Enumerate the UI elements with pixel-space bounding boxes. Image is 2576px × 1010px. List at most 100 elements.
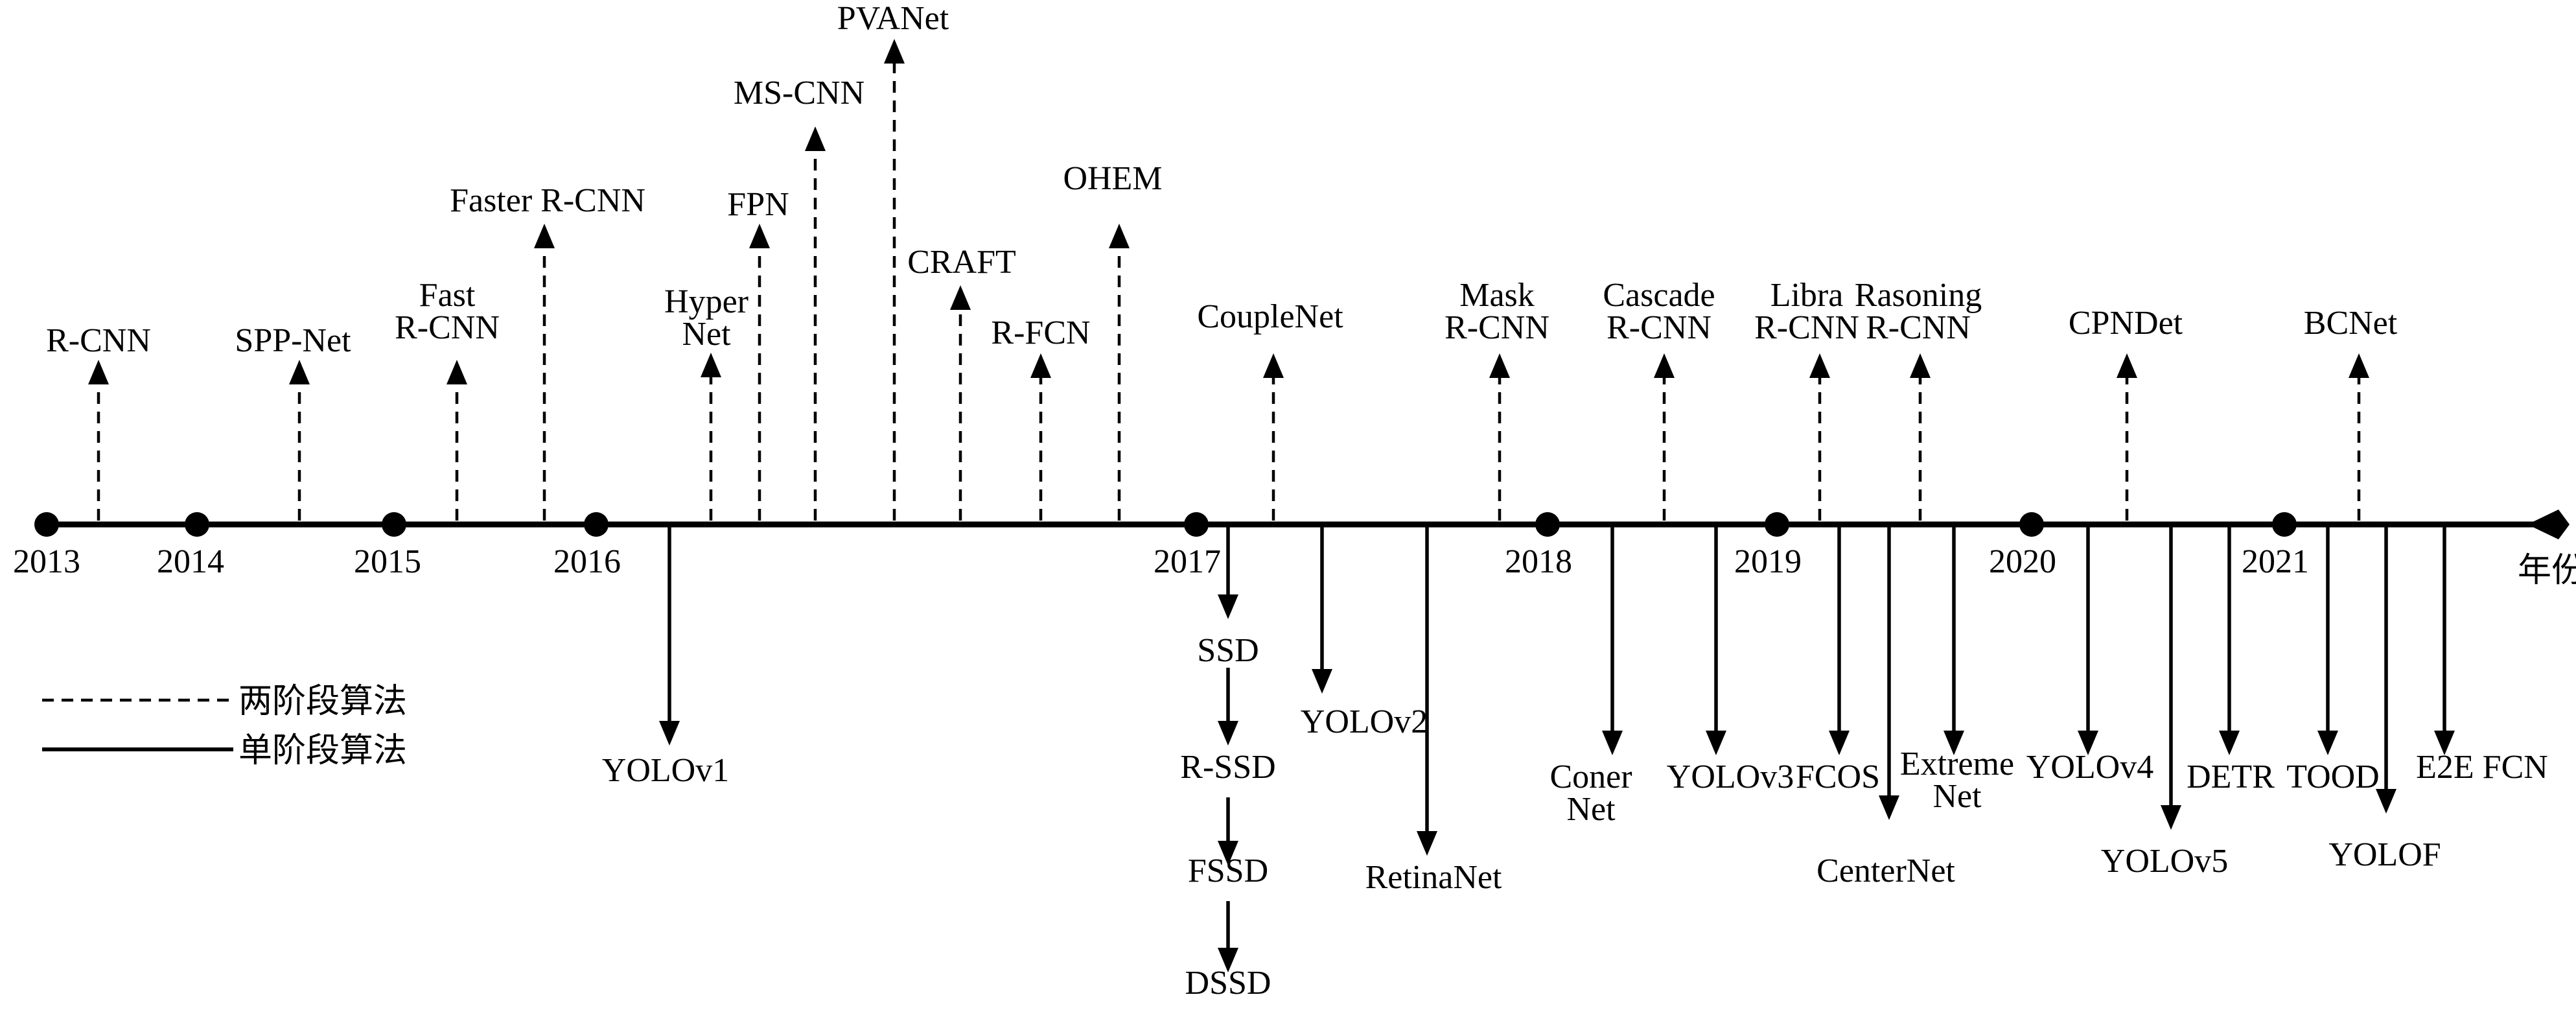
up-arrowhead-spp-net xyxy=(289,360,310,384)
two-stage-label-hyper-net-line2: Net xyxy=(682,316,731,353)
two-stage-label-fast-r-cnn-line2: R-CNN xyxy=(395,309,500,346)
chain-label-ssd: SSD xyxy=(1197,632,1259,669)
two-stage-label-libra-r-cnn-line1: Libra xyxy=(1770,277,1844,314)
year-dot-2016 xyxy=(584,512,609,537)
down-arrowhead-yolov5 xyxy=(2161,805,2181,830)
chain-arrowhead-r-ssd xyxy=(1218,721,1238,746)
up-arrowhead-ms-cnn xyxy=(805,126,826,151)
time-axis-arrowhead xyxy=(2527,510,2570,539)
year-label-2016: 2016 xyxy=(553,543,621,580)
two-stage-label-r-cnn: R-CNN xyxy=(46,322,151,359)
up-arrowhead-fpn xyxy=(749,224,770,248)
two-stage-label-craft: CRAFT xyxy=(907,244,1016,281)
year-dot-2014 xyxy=(185,512,209,537)
year-label-2013: 2013 xyxy=(13,543,80,580)
up-arrowhead-r-cnn xyxy=(88,360,109,384)
up-arrowhead-bcnet xyxy=(2349,353,2369,378)
year-dot-2020 xyxy=(2019,512,2044,537)
two-stage-label-fpn: FPN xyxy=(727,186,789,223)
two-stage-label-couplenet: CoupleNet xyxy=(1197,298,1343,335)
down-arrowhead-detr xyxy=(2219,731,2240,755)
two-stage-label-spp-net: SPP-Net xyxy=(235,322,351,359)
two-stage-label-cpndet: CPNDet xyxy=(2069,305,2183,342)
up-arrowhead-libra-r-cnn xyxy=(1809,353,1830,378)
year-label-2017: 2017 xyxy=(1154,543,1221,580)
one-stage-label-coner-net-line2: Net xyxy=(1566,791,1616,828)
down-arrowhead-centernet xyxy=(1879,795,1899,820)
two-stage-label-faster-r-cnn: Faster R-CNN xyxy=(450,182,645,219)
year-label-2021: 2021 xyxy=(2242,543,2309,580)
year-dot-2013 xyxy=(34,512,59,537)
chain-arrowhead-fssd xyxy=(1218,841,1238,865)
year-label-2020: 2020 xyxy=(1989,543,2056,580)
one-stage-label-yolov2: YOLOv2 xyxy=(1301,703,1428,740)
up-arrowhead-ohem xyxy=(1109,224,1130,248)
two-stage-label-mask-r-cnn-line1: Mask xyxy=(1459,277,1535,314)
down-arrowhead-coner-net xyxy=(1602,731,1623,755)
one-stage-label-yolov1: YOLOv1 xyxy=(602,752,729,789)
year-label-2019: 2019 xyxy=(1734,543,1802,580)
chain-label-dssd: DSSD xyxy=(1185,965,1271,1002)
two-stage-label-ohem: OHEM xyxy=(1063,160,1162,197)
up-arrowhead-rasoning-r-cnn xyxy=(1910,353,1931,378)
year-dot-2017 xyxy=(1184,512,1209,537)
two-stage-label-rasoning-r-cnn-line2: R-CNN xyxy=(1866,309,1971,346)
chain-arrowhead-ssd xyxy=(1218,594,1238,619)
two-stage-label-bcnet: BCNet xyxy=(2304,305,2398,342)
one-stage-label-fcos: FCOS xyxy=(1796,758,1880,795)
down-arrowhead-tood xyxy=(2317,731,2338,755)
down-arrowhead-yolov4 xyxy=(2078,731,2098,755)
legend-one-stage-label: 单阶段算法 xyxy=(238,733,407,769)
two-stage-label-fast-r-cnn-line1: Fast xyxy=(419,277,476,314)
up-arrowhead-couplenet xyxy=(1263,353,1284,378)
one-stage-label-coner-net-line1: Coner xyxy=(1549,758,1632,795)
up-arrowhead-mask-r-cnn xyxy=(1489,353,1510,378)
up-arrowhead-pvanet xyxy=(884,39,905,64)
year-label-2015: 2015 xyxy=(354,543,421,580)
two-stage-label-cascade-r-cnn-line1: Cascade xyxy=(1603,277,1715,314)
one-stage-label-retinanet: RetinaNet xyxy=(1365,859,1502,896)
one-stage-label-e2e-fcn: E2E FCN xyxy=(2416,749,2548,786)
one-stage-label-tood: TOOD xyxy=(2286,758,2379,795)
two-stage-label-mask-r-cnn-line2: R-CNN xyxy=(1445,309,1549,346)
one-stage-label-extreme-net-line1: Extreme xyxy=(1900,746,2014,782)
up-arrowhead-cpndet xyxy=(2117,353,2137,378)
two-stage-label-cascade-r-cnn-line2: R-CNN xyxy=(1607,309,1712,346)
down-arrowhead-fcos xyxy=(1829,731,1850,755)
one-stage-label-yolov4: YOLOv4 xyxy=(2026,749,2153,786)
year-dot-2019 xyxy=(1765,512,1789,537)
chain-label-fssd: FSSD xyxy=(1188,852,1268,889)
year-dot-2021 xyxy=(2272,512,2297,537)
one-stage-label-extreme-net-line2: Net xyxy=(1932,778,1982,815)
down-arrowhead-yolof xyxy=(2376,789,2396,814)
axis-label: 年份 xyxy=(2518,552,2576,589)
two-stage-label-r-fcn: R-FCN xyxy=(991,314,1090,351)
chain-label-r-ssd: R-SSD xyxy=(1180,749,1275,786)
one-stage-label-yolov5: YOLOv5 xyxy=(2101,843,2228,880)
two-stage-label-pvanet: PVANet xyxy=(837,0,949,37)
down-arrowhead-extreme-net xyxy=(1944,731,1964,755)
down-arrowhead-retinanet xyxy=(1417,831,1437,856)
up-arrowhead-faster-r-cnn xyxy=(534,224,555,248)
down-arrowhead-yolov3 xyxy=(1706,731,1726,755)
up-arrowhead-hyper-net xyxy=(701,353,721,377)
one-stage-label-yolof: YOLOF xyxy=(2328,836,2441,873)
down-arrowhead-e2e-fcn xyxy=(2434,731,2455,755)
up-arrowhead-craft xyxy=(950,285,971,310)
up-arrowhead-cascade-r-cnn xyxy=(1654,353,1675,378)
chain-arrowhead-dssd xyxy=(1218,948,1238,972)
year-dot-2018 xyxy=(1535,512,1560,537)
down-arrowhead-yolov2 xyxy=(1312,669,1332,694)
up-arrowhead-fast-r-cnn xyxy=(447,360,467,384)
two-stage-label-hyper-net-line1: Hyper xyxy=(664,283,748,320)
two-stage-label-ms-cnn: MS-CNN xyxy=(734,75,864,112)
two-stage-label-rasoning-r-cnn-line1: Rasoning xyxy=(1855,277,1982,314)
one-stage-label-detr: DETR xyxy=(2187,758,2275,795)
year-label-2018: 2018 xyxy=(1505,543,1572,580)
one-stage-label-centernet: CenterNet xyxy=(1816,852,1955,889)
year-label-2014: 2014 xyxy=(157,543,224,580)
one-stage-label-yolov3: YOLOv3 xyxy=(1667,758,1794,795)
up-arrowhead-r-fcn xyxy=(1030,353,1051,378)
